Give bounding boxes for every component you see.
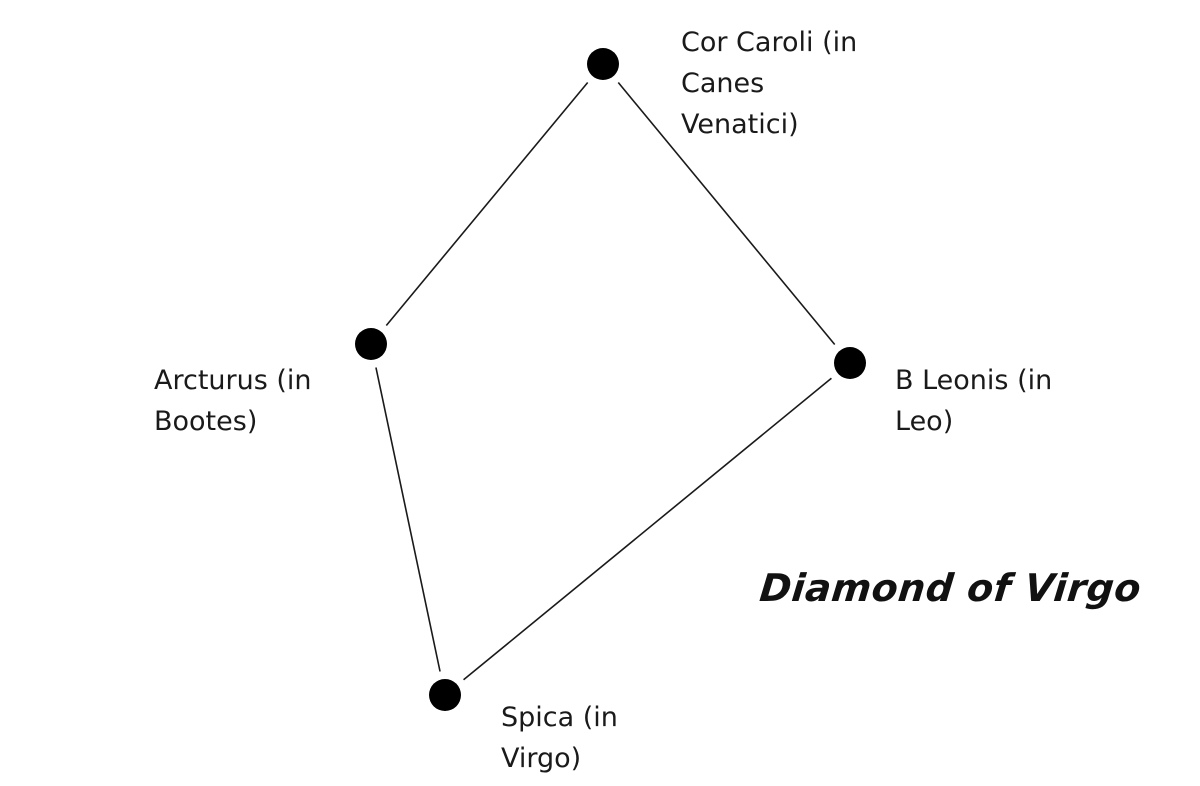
star-arcturus [355,328,387,360]
star-spica [429,679,461,711]
label-cor-caroli: Cor Caroli (in Canes Venatici) [681,27,858,140]
connection-cor-caroli-arcturus [385,81,589,327]
star-b-leonis [834,347,866,379]
label-spica: Spica (in Virgo) [501,702,618,774]
label-b-leonis: B Leonis (in Leo) [895,365,1053,437]
diagram-title: Diamond of Virgo [757,566,1144,610]
connection-b-leonis-spica [463,377,832,681]
connection-arcturus-spica [375,367,441,672]
star-markers [355,48,866,711]
label-arcturus: Arcturus (in Bootes) [154,365,312,437]
connection-lines [375,81,836,681]
star-cor-caroli [587,48,619,80]
connection-cor-caroli-b-leonis [617,81,836,346]
